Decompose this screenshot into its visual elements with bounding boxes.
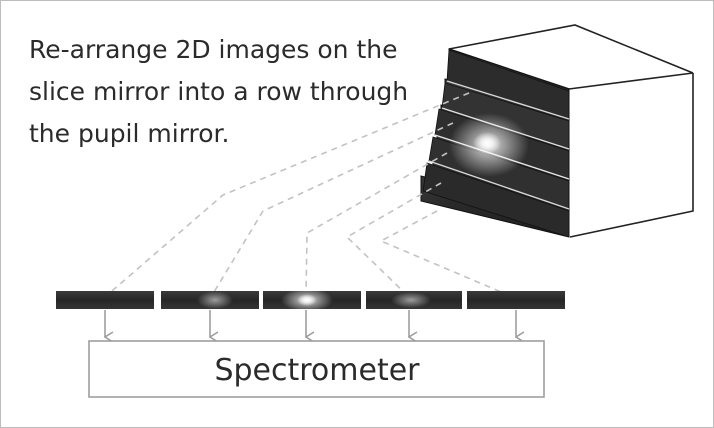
image-slicer-cube xyxy=(421,25,693,237)
cube-top-right-edge xyxy=(569,73,693,89)
arrows xyxy=(105,310,516,337)
cube-right-edge xyxy=(570,73,693,237)
star-glow-core xyxy=(473,132,501,154)
spectrometer-label: Spectrometer xyxy=(214,353,420,388)
light-path-1 xyxy=(105,93,469,297)
strip-3-glow-core xyxy=(297,294,317,306)
pupil-mirror-row xyxy=(56,288,565,312)
strip-4-glow xyxy=(391,292,431,308)
light-path-5 xyxy=(381,211,513,297)
strip-5 xyxy=(467,291,565,309)
strip-1 xyxy=(56,291,154,309)
strip-2-glow xyxy=(197,291,233,309)
